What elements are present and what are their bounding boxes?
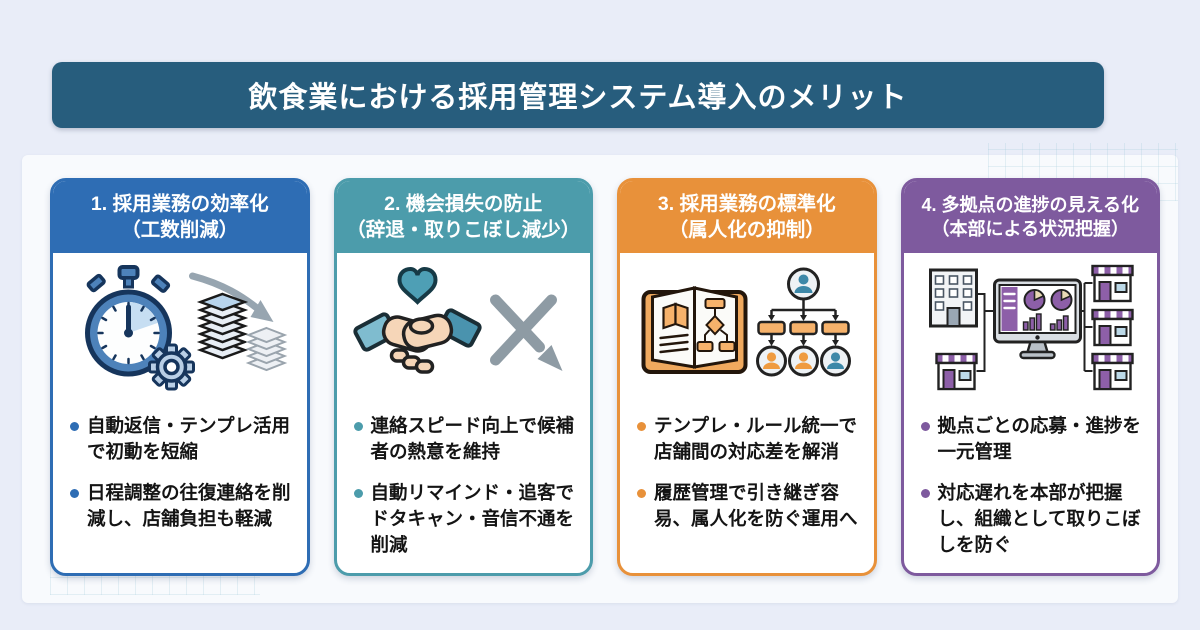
card-title: 1. 採用業務の効率化 <box>90 193 269 215</box>
multi-site-illustration <box>929 264 1134 391</box>
card-multi-site-visibility: 4. 多拠点の進捗の見える化 （本部による状況把握） <box>900 178 1160 576</box>
card-efficiency-bullets: 自動返信・テンプレ活用で初動を短縮 日程調整の往復連絡を削減し、店舗負担も軽減 <box>53 403 307 546</box>
card-multi-site-visibility-header: 4. 多拠点の進捗の見える化 （本部による状況把握） <box>903 181 1157 253</box>
standardization-illustration <box>641 267 851 377</box>
card-title: 2. 機会損失の防止 <box>384 193 543 215</box>
manual-book-org-chart-icon <box>620 253 874 403</box>
benefit-cards-row: 1. 採用業務の効率化 （工数削減） <box>50 178 1160 576</box>
handshake-heart-cancel-arrow-icon <box>337 253 591 403</box>
bullet-item: テンプレ・ルール統一で店舗間の対応差を解消 <box>636 413 862 466</box>
card-efficiency-header: 1. 採用業務の効率化 （工数削減） <box>53 181 307 253</box>
card-subtitle: （本部による状況把握） <box>931 218 1129 239</box>
bullet-item: 日程調整の往復連絡を削減し、店舗負担も軽減 <box>69 480 295 533</box>
bullet-item: 自動リマインド・追客でドタキャン・音信不通を削減 <box>353 480 579 559</box>
card-standardization-header: 3. 採用業務の標準化 （属人化の抑制） <box>620 181 874 253</box>
bullet-item: 連絡スピード向上で候補者の熱意を維持 <box>353 413 579 466</box>
bullet-item: 自動返信・テンプレ活用で初動を短縮 <box>69 413 295 466</box>
bullet-item: 拠点ごとの応募・進捗を一元管理 <box>920 413 1146 466</box>
card-opportunity-loss: 2. 機会損失の防止 （辞退・取りこぼし減少） <box>333 178 593 576</box>
card-subtitle: （属人化の抑制） <box>668 218 825 241</box>
opportunity-loss-illustration <box>353 266 563 374</box>
efficiency-illustration <box>84 265 288 391</box>
card-title: 3. 採用業務の標準化 <box>657 193 836 215</box>
bullet-item: 対応遅れを本部が把握し、組織として取りこぼしを防ぐ <box>920 480 1146 559</box>
card-opportunity-loss-bullets: 連絡スピード向上で候補者の熱意を維持 自動リマインド・追客でドタキャン・音信不通… <box>337 403 591 572</box>
page-title: 飲食業における採用管理システム導入のメリット <box>248 82 908 114</box>
card-standardization-bullets: テンプレ・ルール統一で店舗間の対応差を解消 履歴管理で引き継ぎ容易、属人化を防ぐ… <box>620 403 874 546</box>
card-standardization: 3. 採用業務の標準化 （属人化の抑制） <box>617 178 877 576</box>
title-bar: 飲食業における採用管理システム導入のメリット <box>52 62 1104 128</box>
bullet-item: 履歴管理で引き継ぎ容易、属人化を防ぐ運用へ <box>636 480 862 533</box>
card-efficiency: 1. 採用業務の効率化 （工数削減） <box>50 178 310 576</box>
card-title: 4. 多拠点の進捗の見える化 <box>921 195 1139 215</box>
card-multi-site-visibility-bullets: 拠点ごとの応募・進捗を一元管理 対応遅れを本部が把握し、組織として取りこぼしを防… <box>904 403 1158 572</box>
stopwatch-gear-declining-paper-stack-icon <box>53 253 307 403</box>
card-opportunity-loss-header: 2. 機会損失の防止 （辞退・取りこぼし減少） <box>336 181 590 253</box>
card-subtitle: （辞退・取りこぼし減少） <box>346 218 581 241</box>
hq-dashboard-stores-network-icon <box>904 253 1158 403</box>
card-subtitle: （工数削減） <box>121 218 239 241</box>
